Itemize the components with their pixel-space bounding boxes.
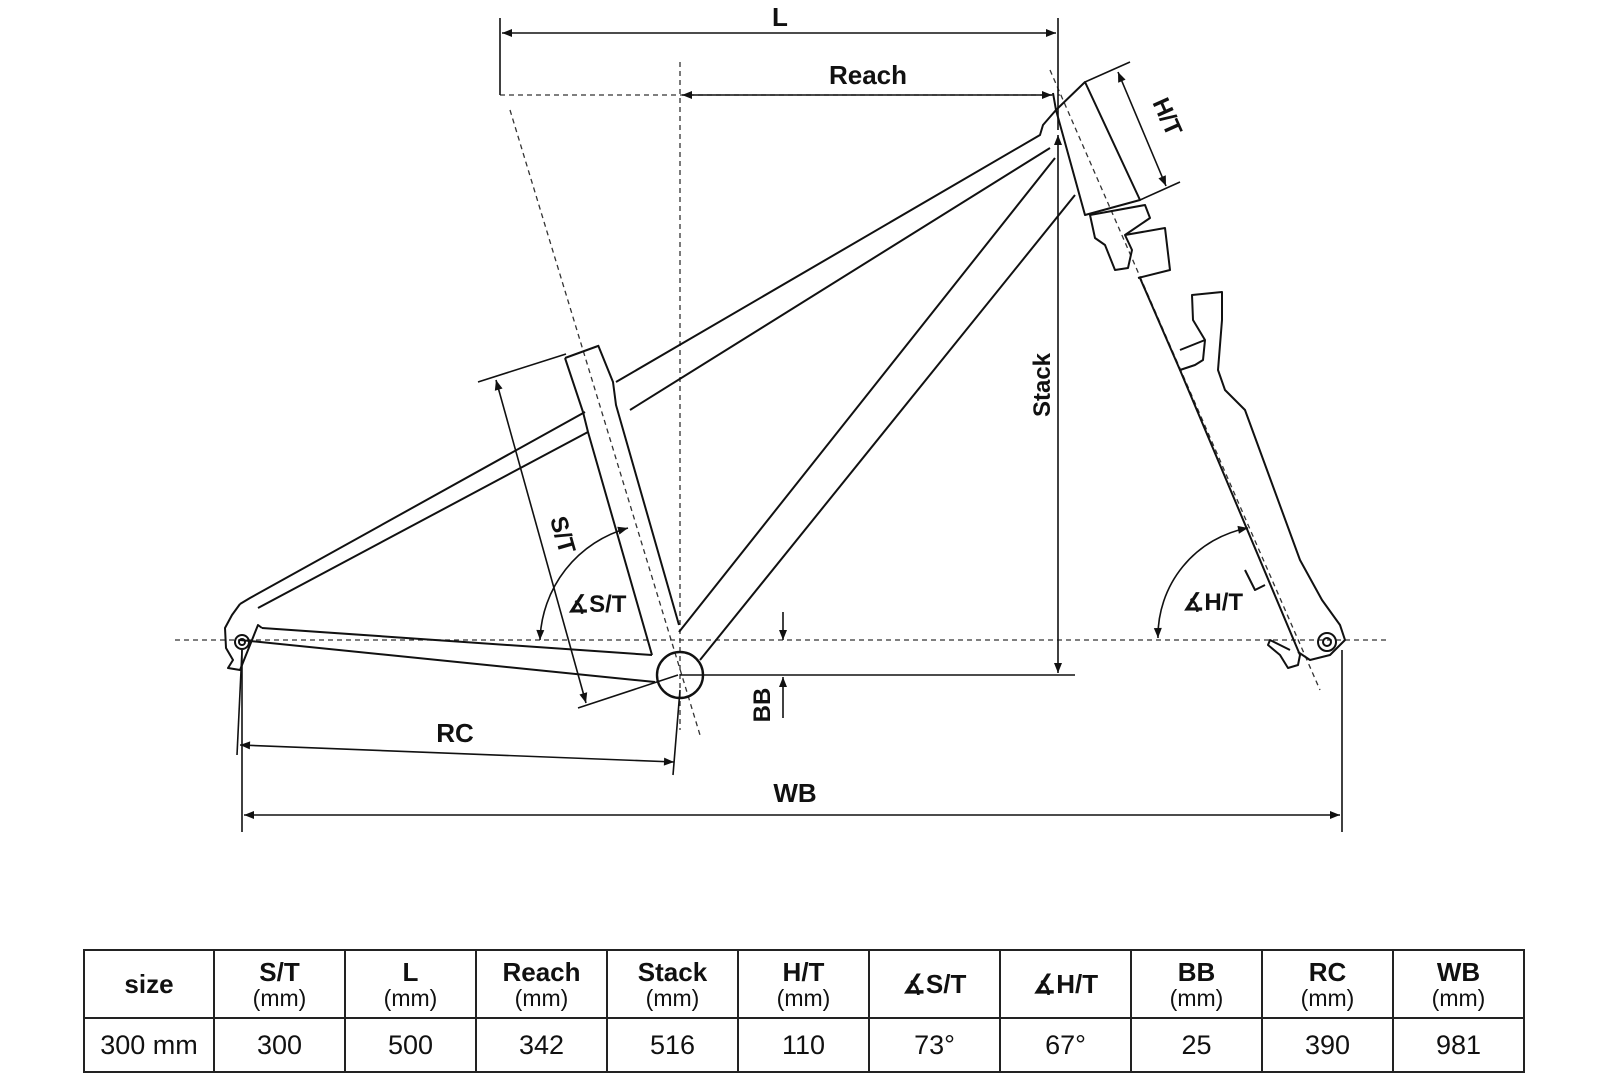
header-label: H/T	[782, 957, 825, 987]
down-tube	[678, 157, 1056, 633]
suspension-fork	[1089, 204, 1346, 669]
bike-frame	[224, 81, 1141, 683]
header-label: BB	[1177, 957, 1216, 987]
header-label: RC	[1308, 957, 1347, 987]
table-cell: 25	[1130, 1017, 1263, 1073]
table-cell: 67°	[999, 1017, 1132, 1073]
table-cell: 516	[606, 1017, 739, 1073]
label-bb: BB	[749, 688, 776, 723]
label-rc: RC	[436, 718, 474, 748]
table-cell: 342	[475, 1017, 608, 1073]
down-tube-lower	[699, 194, 1076, 661]
header-label: Reach	[502, 957, 581, 987]
header-label: Stack	[637, 957, 708, 987]
header-unit: (mm)	[1169, 985, 1224, 1011]
dimension-labels: L Reach H/T Stack S/T ∡S/T ∡H/T BB RC WB	[436, 2, 1243, 808]
table-header: ∡H/T	[999, 949, 1132, 1019]
header-label: ∡S/T	[902, 969, 967, 999]
table-cell: 500	[344, 1017, 477, 1073]
seat-stay-inner	[257, 431, 589, 609]
table-cell: 110	[737, 1017, 870, 1073]
rear-dropout	[224, 603, 263, 671]
table-header: S/T(mm)	[213, 949, 346, 1019]
header-label: size	[124, 969, 174, 999]
label-reach: Reach	[829, 60, 907, 90]
arc-st-angle	[536, 526, 629, 641]
table-header: RC(mm)	[1261, 949, 1394, 1019]
top-tube	[615, 92, 1057, 383]
label-st-angle: ∡S/T	[568, 591, 627, 618]
table-header: size	[83, 949, 215, 1019]
label-l: L	[772, 2, 788, 32]
arc-ht-angle	[1153, 525, 1249, 639]
chain-stay-upper	[261, 627, 653, 656]
header-label: ∡H/T	[1032, 969, 1099, 999]
table-cell: 981	[1392, 1017, 1525, 1073]
geometry-table: size S/T(mm) L(mm) Reach(mm) Stack(mm) H…	[83, 949, 1525, 1073]
table-header: BB(mm)	[1130, 949, 1263, 1019]
table-cell: 300 mm	[83, 1017, 215, 1073]
table-header: WB(mm)	[1392, 949, 1525, 1019]
table-header-row: size S/T(mm) L(mm) Reach(mm) Stack(mm) H…	[83, 949, 1525, 1019]
frame-geometry-diagram: L Reach H/T Stack S/T ∡S/T ∡H/T BB RC WB	[175, 2, 1390, 832]
rear-axle	[234, 634, 250, 650]
label-stack: Stack	[1029, 352, 1056, 417]
table-header: ∡S/T	[868, 949, 1001, 1019]
seat-collar	[564, 345, 599, 359]
top-tube-lower-edge	[629, 147, 1051, 411]
label-ht-angle: ∡H/T	[1183, 589, 1244, 616]
header-unit: (mm)	[645, 985, 700, 1011]
header-unit: (mm)	[1300, 985, 1355, 1011]
table-cell: 73°	[868, 1017, 1001, 1073]
head-tube	[1055, 81, 1141, 216]
header-unit: (mm)	[383, 985, 438, 1011]
header-label: S/T	[259, 957, 300, 987]
table-header: L(mm)	[344, 949, 477, 1019]
label-wb: WB	[773, 778, 816, 808]
table-header: H/T(mm)	[737, 949, 870, 1019]
header-label: WB	[1436, 957, 1481, 987]
seat-stay	[239, 411, 586, 605]
seat-tube-right	[597, 344, 680, 626]
front-axle	[1317, 632, 1337, 652]
dim-rc	[239, 741, 675, 766]
table-cell: 300	[213, 1017, 346, 1073]
header-unit: (mm)	[514, 985, 569, 1011]
header-unit: (mm)	[776, 985, 831, 1011]
chain-stay	[239, 639, 656, 683]
label-st: S/T	[544, 513, 580, 557]
header-unit: (mm)	[1431, 985, 1486, 1011]
table-header: Stack(mm)	[606, 949, 739, 1019]
header-label: L	[402, 957, 419, 987]
table-header: Reach(mm)	[475, 949, 608, 1019]
dim-ht	[1117, 71, 1167, 187]
dimension-lines	[236, 18, 1343, 832]
table-cell: 390	[1261, 1017, 1394, 1073]
header-unit: (mm)	[252, 985, 307, 1011]
table-row: 300 mm 300 500 342 516 110 73° 67° 25 39…	[83, 1017, 1525, 1073]
label-ht: H/T	[1147, 94, 1188, 141]
